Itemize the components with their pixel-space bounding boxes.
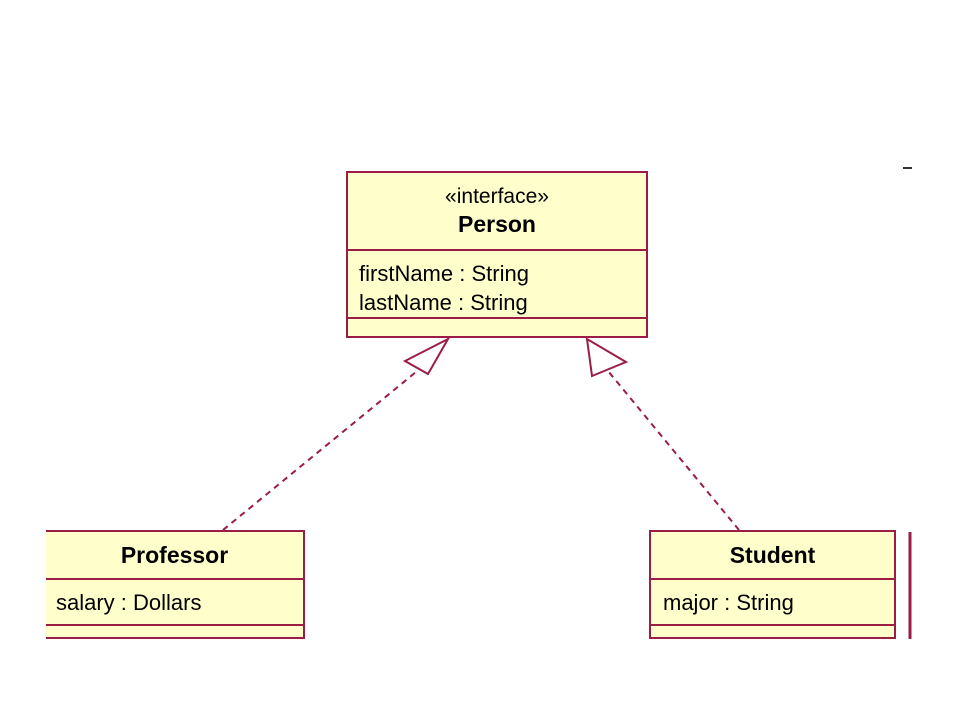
professor-attribute-salary: salary : Dollars <box>56 590 202 615</box>
professor-operations <box>46 624 303 637</box>
realization-arrowhead-student <box>585 337 629 378</box>
professor-class-box[interactable]: Professor salary : Dollars <box>46 530 305 639</box>
person-operations <box>348 317 646 336</box>
person-stereotype: «interface» <box>445 185 549 208</box>
student-operations <box>651 624 894 637</box>
realization-arrowhead-professor <box>402 336 451 376</box>
realization-edge-student <box>607 370 740 531</box>
student-attributes: major : String <box>651 578 894 624</box>
student-header: Student <box>651 532 894 578</box>
person-attribute-first-name: firstName : String <box>359 261 529 286</box>
professor-header: Professor <box>46 532 303 578</box>
person-interface-box[interactable]: «interface» Person firstName : String la… <box>346 171 648 338</box>
person-attribute-last-name: lastName : String <box>359 290 528 315</box>
professor-attributes: salary : Dollars <box>46 578 303 624</box>
person-header: «interface» Person <box>348 173 646 249</box>
student-attribute-major: major : String <box>663 590 794 615</box>
professor-class-name: Professor <box>120 542 229 568</box>
person-attributes: firstName : String lastName : String <box>348 249 646 317</box>
realization-edge-professor <box>222 371 417 531</box>
person-class-name: Person <box>458 211 536 237</box>
student-class-name: Student <box>729 542 816 568</box>
student-class-box[interactable]: Student major : String <box>649 530 896 639</box>
